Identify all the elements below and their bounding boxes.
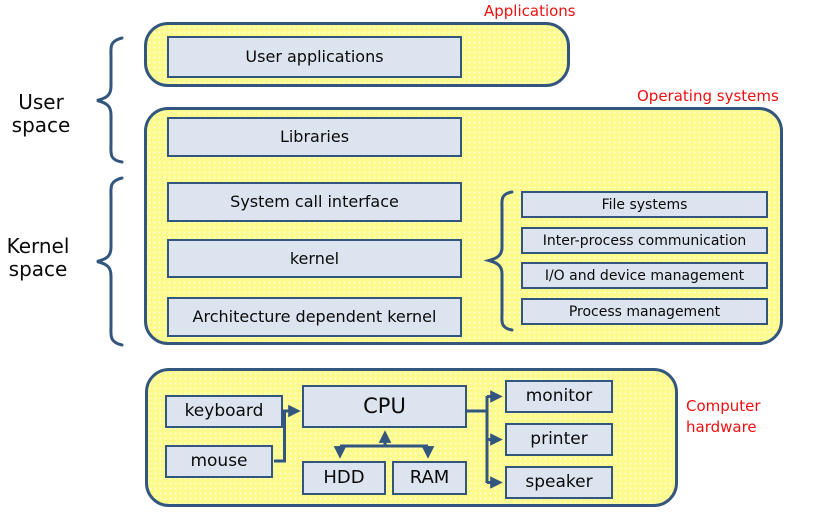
libraries-box: Libraries xyxy=(167,117,462,157)
user-applications-box: User applications xyxy=(167,36,462,78)
operating-systems-label: Operating systems xyxy=(637,87,779,105)
user-space-label: User space xyxy=(11,90,71,137)
monitor-box: monitor xyxy=(505,380,613,413)
speaker-box: speaker xyxy=(505,466,613,499)
user-space-brace xyxy=(96,36,124,164)
inter-process-communication-box: Inter-process communication xyxy=(521,227,768,254)
cpu-box: CPU xyxy=(302,385,467,428)
mouse-box: mouse xyxy=(165,445,273,478)
printer-box: printer xyxy=(505,423,613,456)
file-systems-box: File systems xyxy=(521,191,768,218)
kernel-box: kernel xyxy=(167,239,462,278)
ram-box: RAM xyxy=(392,461,467,495)
kernel-space-brace xyxy=(96,176,124,347)
hdd-box: HDD xyxy=(302,461,386,495)
system-call-interface-box: System call interface xyxy=(167,182,462,222)
applications-label: Applications xyxy=(484,2,576,20)
process-management-box: Process management xyxy=(521,298,768,325)
kernel-space-label: Kernel space xyxy=(6,234,70,281)
computer-hardware-label: Computer hardware xyxy=(686,397,761,436)
keyboard-box: keyboard xyxy=(165,395,283,428)
architecture-dependent-kernel-box: Architecture dependent kernel xyxy=(167,297,462,337)
io-device-management-box: I/O and device management xyxy=(521,262,768,289)
